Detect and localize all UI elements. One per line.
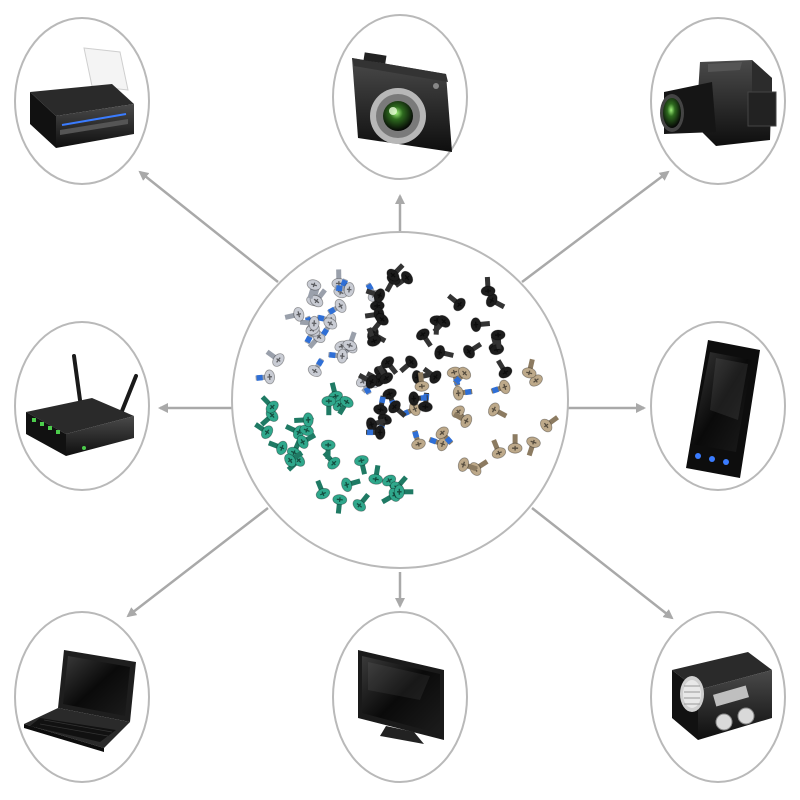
screw (428, 436, 449, 452)
screw (540, 415, 559, 433)
screw (320, 439, 336, 460)
screw (491, 439, 507, 459)
screw (485, 293, 506, 310)
screw (265, 349, 285, 367)
device-smartphone (650, 321, 786, 491)
device-printer (14, 17, 150, 185)
laptop-icon (24, 650, 136, 752)
screw (487, 402, 508, 419)
screw (352, 492, 371, 512)
device-tv (332, 611, 468, 783)
screw (447, 293, 466, 312)
screw (393, 484, 414, 500)
screw (366, 327, 382, 347)
device-router (14, 321, 150, 491)
screw (526, 436, 541, 457)
screw (255, 369, 276, 385)
device-laptop (14, 611, 150, 783)
screw (371, 313, 389, 332)
router-icon (26, 354, 138, 456)
camcorder-icon (660, 60, 777, 146)
screw (386, 263, 405, 282)
screw (496, 359, 513, 379)
screw (284, 306, 305, 322)
screw (296, 432, 317, 449)
arrow-to-camcorder (521, 170, 670, 283)
screw (354, 455, 369, 475)
screw (422, 366, 442, 384)
screw (332, 494, 348, 514)
screw (434, 344, 454, 360)
screw (432, 314, 451, 334)
screw (315, 479, 331, 500)
camera-icon (352, 52, 452, 152)
device-camcorder (650, 17, 786, 185)
screw (490, 329, 506, 350)
screw (394, 270, 414, 288)
screw (365, 417, 386, 432)
screw (399, 355, 418, 374)
screw (376, 365, 394, 385)
screw (321, 395, 337, 416)
screw (368, 464, 384, 485)
arrows-group (126, 170, 674, 620)
device-radio (650, 611, 786, 783)
screw (507, 434, 523, 454)
screw (388, 400, 407, 418)
screw (260, 395, 279, 414)
screw (254, 422, 274, 440)
screw (328, 348, 348, 364)
screw (480, 276, 496, 297)
screw (521, 358, 537, 379)
screw (452, 412, 473, 428)
screw (342, 331, 357, 352)
screw (411, 430, 426, 450)
screw (267, 440, 288, 456)
arrow-to-radio (531, 507, 674, 620)
screw (299, 315, 320, 331)
arrow-to-laptop (126, 507, 269, 618)
screw (435, 426, 454, 446)
screw (294, 412, 314, 428)
screw (334, 282, 355, 297)
printer-icon (30, 47, 134, 148)
screw (337, 395, 354, 416)
screw (414, 372, 430, 392)
screw (357, 373, 378, 389)
screw (327, 298, 347, 315)
smartphone-icon (686, 340, 760, 478)
arrow-to-printer (138, 170, 279, 283)
center-screws (231, 231, 569, 569)
screw (309, 288, 327, 308)
screw (415, 328, 433, 348)
device-camera (332, 14, 468, 180)
screw (408, 391, 428, 406)
screw (462, 341, 483, 359)
radio-icon (672, 652, 772, 740)
screw (306, 279, 322, 300)
screw (452, 385, 473, 401)
screw (307, 357, 325, 378)
screw (470, 317, 491, 333)
screw (365, 288, 386, 303)
screw (452, 366, 472, 385)
screw (284, 450, 304, 468)
screw (366, 425, 386, 440)
screw (341, 477, 361, 493)
screw (490, 379, 511, 395)
screws-pile-icon (254, 263, 559, 514)
screw (373, 395, 388, 416)
screw (380, 356, 399, 375)
screw (457, 457, 478, 472)
screw (320, 317, 338, 337)
tv-icon (358, 650, 444, 744)
